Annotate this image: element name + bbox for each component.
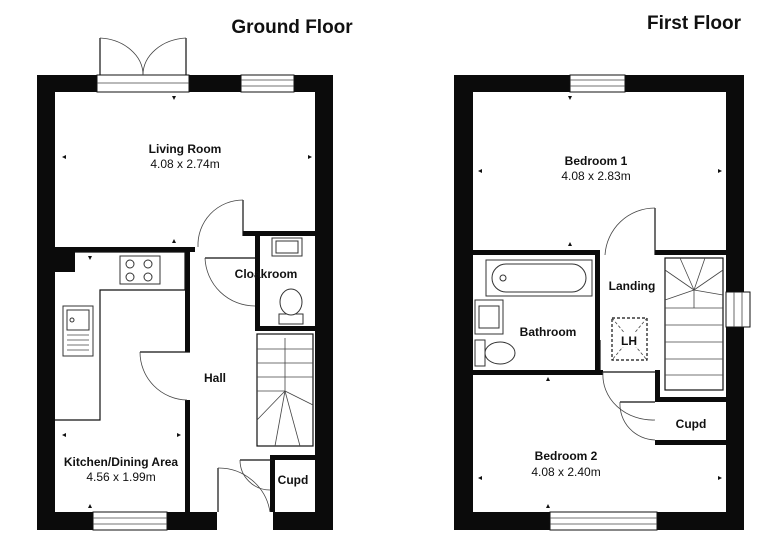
ground-floor-internal-walls <box>55 231 315 512</box>
ground-floor-dimension-arrows <box>62 96 312 508</box>
kitchen-dining-label: Kitchen/Dining Area <box>64 455 179 469</box>
living-room: Living Room 4.08 x 2.74m <box>149 142 222 171</box>
hall-label: Hall <box>204 371 226 385</box>
ground-floor-windows <box>92 74 295 531</box>
living-room-dimensions: 4.08 x 2.74m <box>150 157 219 171</box>
bedroom1-dimensions: 4.08 x 2.83m <box>561 169 630 183</box>
ground-floor-plan: Ground Floor <box>37 10 375 531</box>
bathroom-fittings <box>474 259 593 367</box>
bedroom2-label: Bedroom 2 <box>535 449 598 463</box>
first-floor-plan: First Floor <box>454 8 755 531</box>
french-doors <box>99 37 187 76</box>
first-floor-windows <box>549 74 751 531</box>
bathroom-toilet-icon <box>474 339 486 367</box>
first-floor-dimension-arrows <box>478 96 722 508</box>
living-room-label: Living Room <box>149 142 222 156</box>
first-floor-internal-walls <box>473 250 726 445</box>
ground-floor-doors <box>139 199 273 513</box>
ground-floor-cupd-label: Cupd <box>278 473 309 487</box>
first-floor-doors <box>599 207 656 441</box>
ground-floor-title: Ground Floor <box>231 17 353 38</box>
cloakroom-fittings <box>271 237 304 325</box>
bedroom-2: Bedroom 2 4.08 x 2.40m <box>531 449 600 479</box>
cloakroom-label: Cloakroom <box>235 267 298 281</box>
landing-label: Landing <box>609 279 656 293</box>
kitchen-dining-area: Kitchen/Dining Area 4.56 x 1.99m <box>64 455 179 484</box>
bedroom1-label: Bedroom 1 <box>565 154 628 168</box>
first-floor-title: First Floor <box>647 13 742 34</box>
bedroom2-dimensions: 4.08 x 2.40m <box>531 465 600 479</box>
kitchen-dining-dimensions: 4.56 x 1.99m <box>86 470 155 484</box>
first-floor-stairs <box>664 257 724 391</box>
ground-floor-stairs <box>256 333 314 447</box>
first-floor-outer-walls <box>454 75 744 530</box>
bathroom-label: Bathroom <box>520 325 577 339</box>
bedroom-1: Bedroom 1 4.08 x 2.83m <box>561 154 630 183</box>
first-floor-cupd-label: Cupd <box>676 417 707 431</box>
kitchen-fittings <box>55 251 186 421</box>
loft-hatch: LH <box>611 317 648 361</box>
hob-icon <box>119 255 161 285</box>
loft-hatch-label: LH <box>621 334 637 348</box>
ground-floor-outer-walls <box>37 75 333 530</box>
